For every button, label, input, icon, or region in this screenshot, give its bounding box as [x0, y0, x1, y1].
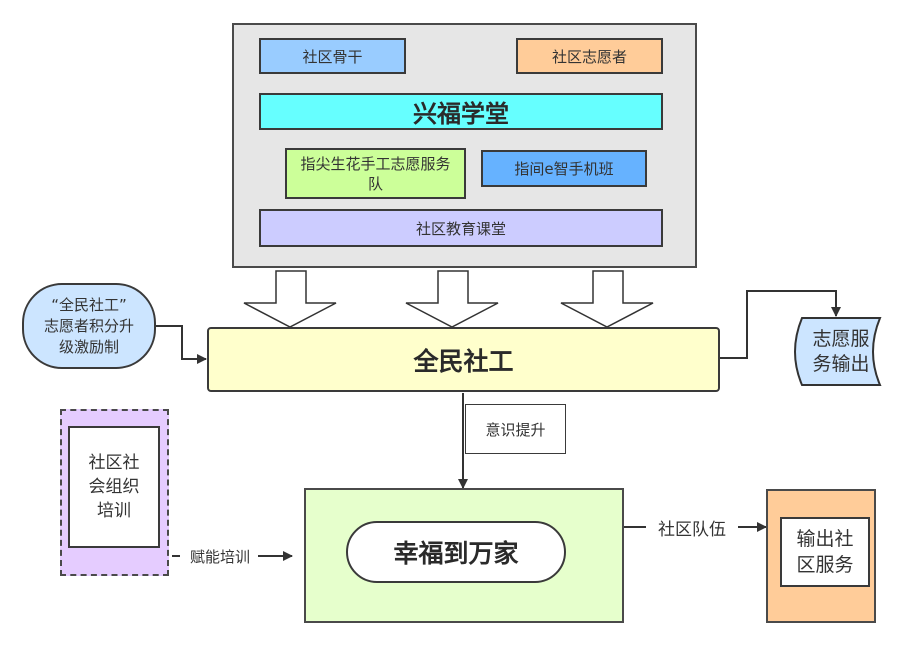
- classroom-label: 社区教育课堂: [415, 219, 506, 238]
- block-arrow-left: [243, 270, 337, 328]
- edge-incentive-to-center: [156, 325, 207, 364]
- service-line2: 区服务: [796, 554, 854, 576]
- phone-class-label: 指间e智手机班: [514, 160, 614, 178]
- output-line2: 务输出: [812, 353, 870, 375]
- volunteers-label: 社区志愿者: [551, 47, 627, 66]
- home-pill: 幸福到万家: [346, 521, 566, 583]
- service-line1: 输出社: [796, 528, 854, 550]
- incentive-bubble: “全民社工” 志愿者积分升 级激励制: [22, 283, 156, 369]
- edge-center-to-output: [720, 290, 841, 359]
- backbone-label: 社区骨干: [302, 47, 363, 66]
- school-title: 兴福学堂: [413, 100, 509, 128]
- school-title-box: 兴福学堂: [259, 93, 663, 130]
- output-text: 志愿服 务输出: [802, 326, 880, 378]
- output-line1: 志愿服: [812, 328, 870, 350]
- awareness-label-box: 意识提升: [465, 404, 566, 454]
- awareness-label: 意识提升: [485, 420, 546, 439]
- incentive-line3: 级激励制: [58, 337, 119, 356]
- block-arrow-middle: [405, 270, 499, 328]
- block-arrow-right: [560, 270, 654, 328]
- phone-class-box: 指间e智手机班: [481, 150, 647, 187]
- incentive-line2: 志愿者积分升: [43, 316, 134, 335]
- service-edge-label: 社区队伍: [646, 515, 738, 540]
- output-shape: [794, 317, 882, 386]
- training-edge-label: 赋能培训: [182, 546, 258, 567]
- craft-team-box: 指尖生花手工志愿服务队: [285, 148, 466, 199]
- training-line1: 社区社: [88, 453, 140, 473]
- home-title: 幸福到万家: [393, 539, 519, 568]
- incentive-line1: “全民社工”: [51, 295, 127, 314]
- volunteers-box: 社区志愿者: [516, 38, 663, 74]
- service-box: 输出社 区服务: [780, 517, 870, 587]
- classroom-box: 社区教育课堂: [259, 209, 663, 247]
- training-line2: 会组织: [88, 477, 140, 497]
- training-line3: 培训: [97, 501, 131, 521]
- training-box: 社区社 会组织 培训: [68, 426, 160, 548]
- craft-team-label: 指尖生花手工志愿服务队: [300, 154, 451, 193]
- backbone-box: 社区骨干: [259, 38, 406, 74]
- center-title: 全民社工: [413, 346, 514, 376]
- center-box: 全民社工: [207, 327, 720, 392]
